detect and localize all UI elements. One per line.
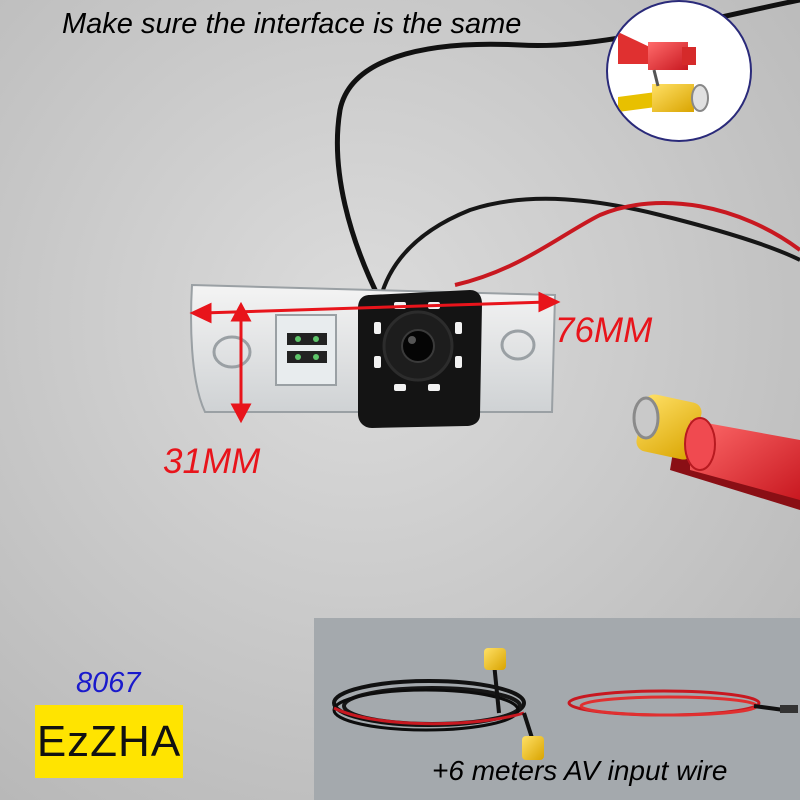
model-code: 8067 [76,667,141,699]
black-cable-return [378,196,800,301]
height-arrow [230,301,252,424]
red-wire [454,200,800,287]
camera-body [358,290,482,428]
height-dimension-label: 31MM [163,442,261,481]
width-arrow [189,291,561,324]
headline: Make sure the interface is the same [62,8,522,40]
brand-badge: EzZHA [35,705,183,778]
brand-text: EzZHA [36,716,182,766]
av-cable-inset-photo [314,618,800,800]
connector-comparison-bubble [606,0,752,142]
width-dimension-label: 76MM [555,311,653,350]
rca-plugs [632,394,800,510]
av-cable-caption: +6 meters AV input wire [432,755,728,786]
